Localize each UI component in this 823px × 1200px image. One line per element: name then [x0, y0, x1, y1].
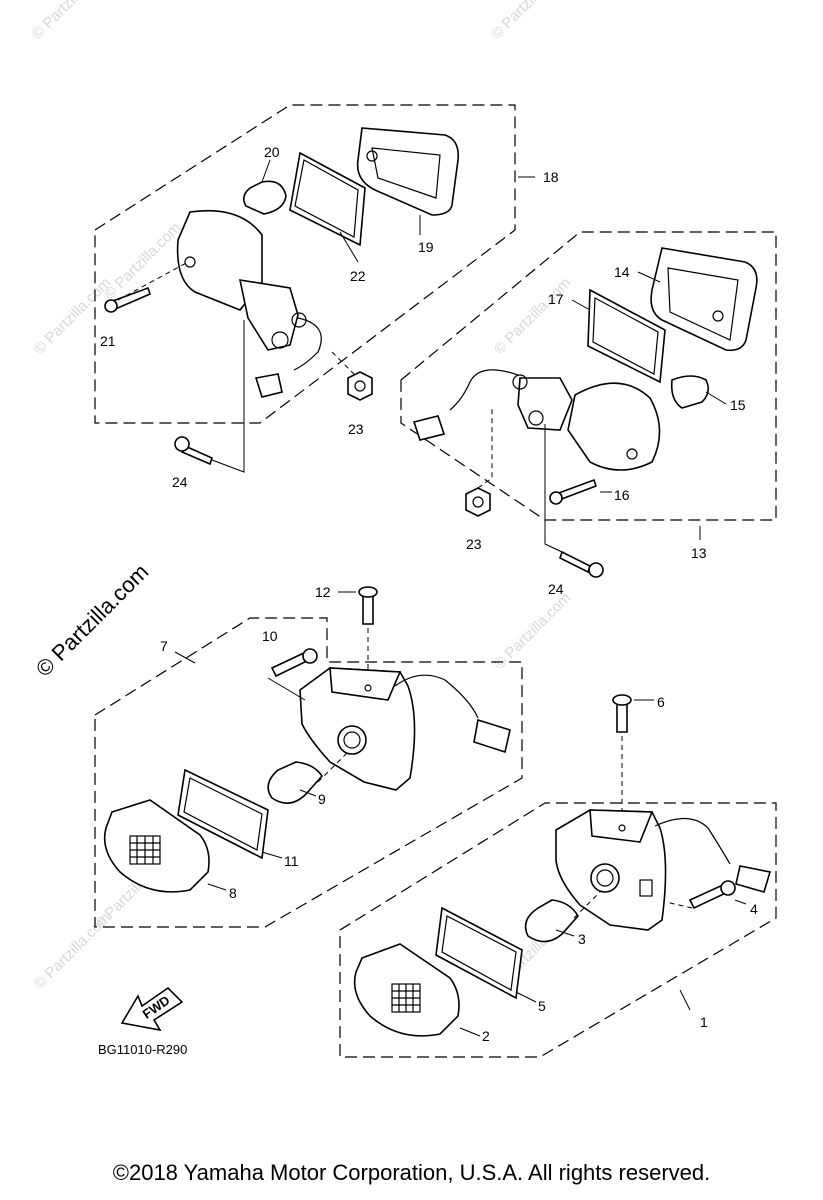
callout-8: 8: [229, 885, 237, 901]
assembly-1: [339, 694, 777, 1058]
callout-1: 1: [700, 1014, 708, 1030]
callout-2: 2: [482, 1028, 490, 1044]
callout-20: 20: [264, 144, 280, 160]
callout-16: 16: [614, 487, 630, 503]
assembly-18: [94, 104, 535, 473]
assembly-7: [94, 586, 523, 928]
callout-23-right: 23: [466, 536, 482, 552]
callout-19: 19: [418, 239, 434, 255]
callout-21: 21: [100, 333, 116, 349]
watermark-faint: © Partzilla.com: [491, 274, 574, 357]
fwd-arrow: FWD: [120, 986, 184, 1032]
watermark-main: © Partzilla.com: [31, 559, 154, 682]
callout-24-right: 24: [548, 581, 564, 597]
callout-22: 22: [350, 268, 366, 284]
callout-10: 10: [262, 628, 278, 644]
assembly-13: [400, 231, 777, 578]
lens-grid-8: [129, 835, 161, 865]
callout-14: 14: [614, 264, 630, 280]
callout-numbers: 1 2 3 4 5 6 7 8 9 10 11 12 13 14 15 16 1…: [100, 144, 758, 1044]
callout-24-left: 24: [172, 474, 188, 490]
callout-18: 18: [543, 169, 559, 185]
watermark-faint: © Partzilla.com: [31, 909, 114, 992]
callout-11: 11: [284, 853, 299, 869]
callout-15: 15: [730, 397, 746, 413]
copyright-notice: ©2018 Yamaha Motor Corporation, U.S.A. A…: [112, 1160, 711, 1185]
callout-5: 5: [538, 998, 546, 1014]
callout-23-left: 23: [348, 421, 364, 437]
callout-7: 7: [160, 638, 168, 654]
callout-6: 6: [657, 694, 665, 710]
watermark-faint: © Partzilla.com: [29, 0, 112, 43]
callout-9: 9: [318, 791, 326, 807]
callout-4: 4: [750, 901, 758, 917]
callout-12: 12: [315, 584, 331, 600]
watermark-faint: © Partzilla.com: [491, 589, 574, 672]
callout-13: 13: [691, 545, 707, 561]
callout-17: 17: [548, 291, 564, 307]
lens-grid-2: [391, 983, 421, 1013]
watermark-faint: © Partzilla.com: [488, 0, 571, 43]
callout-3: 3: [578, 931, 586, 947]
reference-code: BG11010-R290: [98, 1042, 187, 1057]
